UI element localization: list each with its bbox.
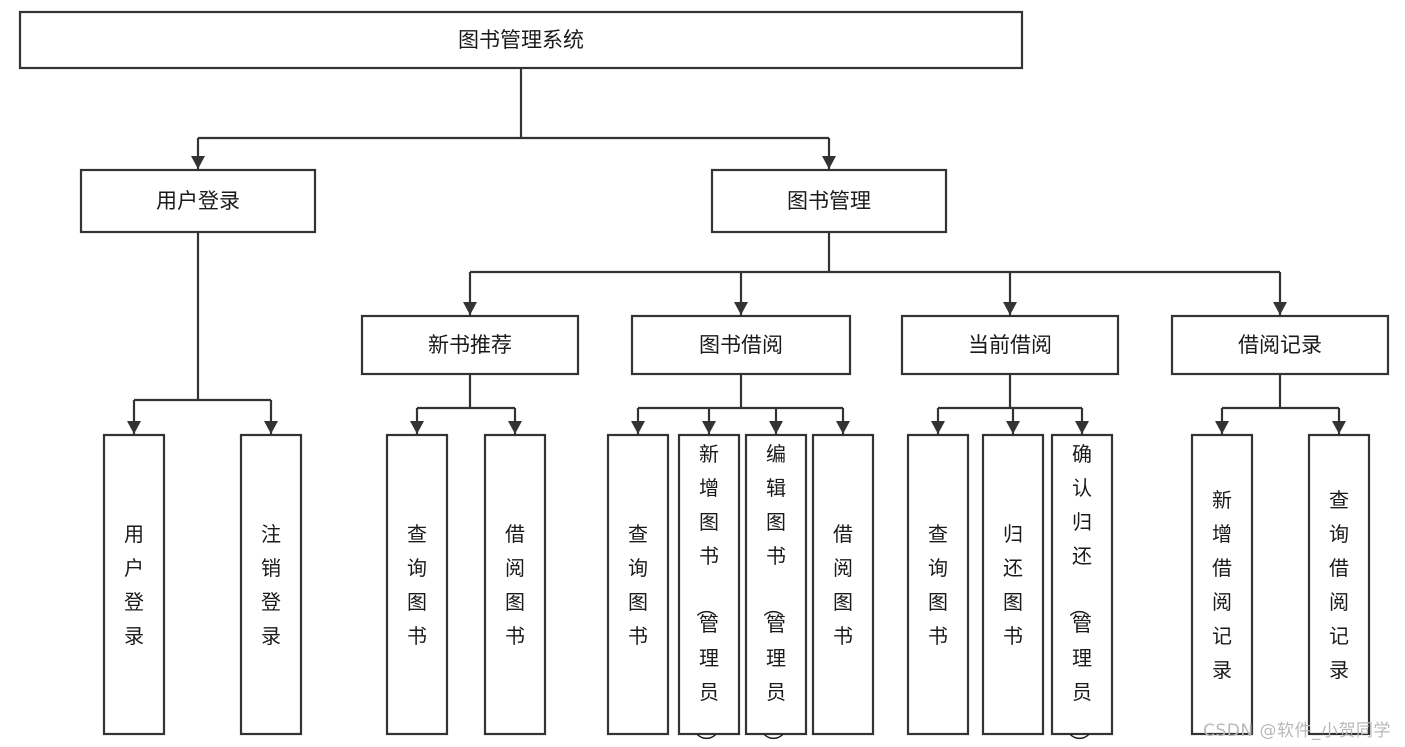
connector-arrow-icon (1006, 421, 1020, 434)
connector-arrow-icon (1075, 421, 1089, 434)
node-current-query-book[interactable]: 查询图书 (906, 433, 970, 736)
node-box-book-management[interactable] (710, 168, 948, 234)
connector-arrow-icon (734, 302, 748, 315)
node-box-borrow-add-book[interactable] (677, 433, 741, 736)
connector-arrow-icon (1332, 421, 1346, 434)
node-box-borrow-records[interactable] (1170, 314, 1390, 376)
node-label-current-return-book: 归还图书 (1003, 522, 1023, 648)
connector-arrow-icon (127, 421, 141, 434)
node-records-query[interactable]: 查询借阅记录 (1307, 433, 1371, 736)
connector-arrow-icon (410, 421, 424, 434)
connector-arrow-icon (931, 421, 945, 434)
connector-arrow-icon (463, 302, 477, 315)
node-current-borrow[interactable]: 当前借阅 (900, 314, 1120, 376)
node-label-user-login-do: 用户登录 (124, 522, 144, 648)
node-box-recommend-borrow-book[interactable] (483, 433, 547, 736)
node-box-user-logout[interactable] (239, 433, 303, 736)
node-borrow-add-book[interactable]: 新增图书（管理员） (677, 433, 741, 747)
node-label-records-add: 新增借阅记录 (1212, 488, 1232, 682)
connector-arrow-icon (822, 156, 836, 169)
node-box-user-login-do[interactable] (102, 433, 166, 736)
connector-arrow-icon (191, 156, 205, 169)
node-label-borrow-borrow-book: 借阅图书 (833, 522, 853, 648)
node-box-current-confirm-return[interactable] (1050, 433, 1114, 736)
node-label-current-confirm-return: 确认归还（管理员） (1067, 442, 1092, 747)
node-label-borrow-records: 借阅记录 (1238, 333, 1322, 357)
node-records-add[interactable]: 新增借阅记录 (1190, 433, 1254, 736)
node-book-borrow[interactable]: 图书借阅 (630, 314, 852, 376)
node-user-login-do[interactable]: 用户登录 (102, 433, 166, 736)
node-box-new-book-recommend[interactable] (360, 314, 580, 376)
node-borrow-borrow-book[interactable]: 借阅图书 (811, 433, 875, 736)
node-borrow-edit-book[interactable]: 编辑图书（管理员） (744, 433, 808, 747)
node-label-user-login: 用户登录 (156, 189, 240, 213)
connector-arrow-icon (836, 421, 850, 434)
node-book-management[interactable]: 图书管理 (710, 168, 948, 234)
node-label-recommend-query-book: 查询图书 (407, 522, 427, 648)
node-root[interactable]: 图书管理系统 (18, 10, 1024, 70)
node-label-current-query-book: 查询图书 (928, 522, 948, 648)
connector-arrow-icon (1215, 421, 1229, 434)
node-label-book-management: 图书管理 (787, 189, 871, 213)
node-current-confirm-return[interactable]: 确认归还（管理员） (1050, 433, 1114, 747)
node-box-borrow-borrow-book[interactable] (811, 433, 875, 736)
node-label-root: 图书管理系统 (458, 28, 584, 52)
node-user-login[interactable]: 用户登录 (79, 168, 317, 234)
node-recommend-borrow-book[interactable]: 借阅图书 (483, 433, 547, 736)
connector-arrow-icon (264, 421, 278, 434)
node-borrow-records[interactable]: 借阅记录 (1170, 314, 1390, 376)
node-box-book-borrow[interactable] (630, 314, 852, 376)
node-box-current-borrow[interactable] (900, 314, 1120, 376)
node-borrow-query-book[interactable]: 查询图书 (606, 433, 670, 736)
connector-arrow-icon (702, 421, 716, 434)
node-box-recommend-query-book[interactable] (385, 433, 449, 736)
node-box-records-add[interactable] (1190, 433, 1254, 736)
node-label-user-logout: 注销登录 (261, 522, 281, 648)
node-label-book-borrow: 图书借阅 (699, 333, 783, 357)
node-label-borrow-add-book: 新增图书（管理员） (694, 442, 719, 747)
node-current-return-book[interactable]: 归还图书 (981, 433, 1045, 736)
node-box-records-query[interactable] (1307, 433, 1371, 736)
node-user-logout[interactable]: 注销登录 (239, 433, 303, 736)
node-label-borrow-edit-book: 编辑图书（管理员） (761, 442, 786, 747)
connector-arrow-icon (1003, 302, 1017, 315)
node-box-root[interactable] (18, 10, 1024, 70)
node-box-user-login[interactable] (79, 168, 317, 234)
node-label-new-book-recommend: 新书推荐 (428, 333, 512, 357)
node-box-current-query-book[interactable] (906, 433, 970, 736)
connector-arrow-icon (508, 421, 522, 434)
connector-arrow-icon (769, 421, 783, 434)
connector-arrow-icon (631, 421, 645, 434)
node-label-records-query: 查询借阅记录 (1329, 488, 1349, 682)
node-box-current-return-book[interactable] (981, 433, 1045, 736)
node-label-current-borrow: 当前借阅 (968, 333, 1052, 357)
node-label-recommend-borrow-book: 借阅图书 (505, 522, 525, 648)
node-box-borrow-query-book[interactable] (606, 433, 670, 736)
connector-arrow-icon (1273, 302, 1287, 315)
node-recommend-query-book[interactable]: 查询图书 (385, 433, 449, 736)
node-box-borrow-edit-book[interactable] (744, 433, 808, 736)
node-label-borrow-query-book: 查询图书 (628, 522, 648, 648)
node-new-book-recommend[interactable]: 新书推荐 (360, 314, 580, 376)
